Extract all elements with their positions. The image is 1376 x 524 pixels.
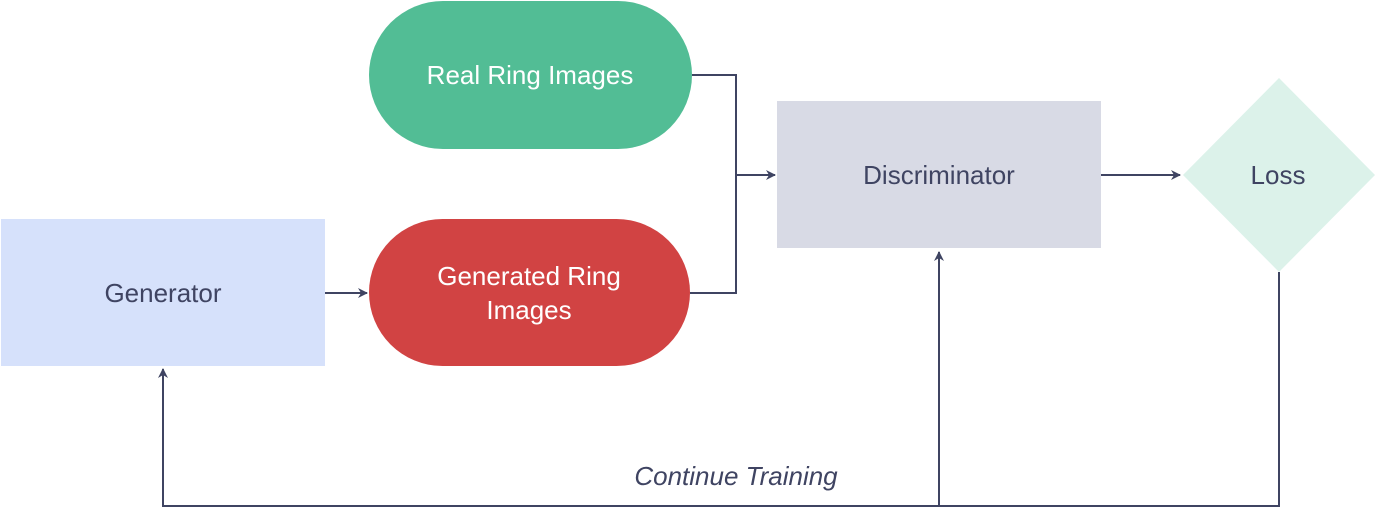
- generator-label: Generator: [104, 278, 221, 308]
- discriminator-box: [777, 101, 1101, 248]
- loss-diamond: [1183, 78, 1375, 272]
- node-generator: Generator: [1, 219, 325, 366]
- continue-training-label: Continue Training: [634, 461, 838, 491]
- generator-box: [1, 219, 325, 366]
- node-discriminator: Discriminator: [777, 101, 1101, 248]
- node-generated-ring-images: Generated Ring Images: [369, 219, 690, 366]
- discriminator-label: Discriminator: [863, 160, 1015, 190]
- loss-label: Loss: [1251, 160, 1306, 190]
- generated-ring-images-label-line1: Generated Ring: [437, 261, 621, 291]
- real-ring-images-label: Real Ring Images: [427, 60, 634, 90]
- generated-ring-images-shape: [369, 219, 690, 366]
- real-ring-images-shape: [369, 1, 692, 149]
- node-real-ring-images: Real Ring Images: [369, 1, 692, 149]
- edge-loss-to-generator: [158, 272, 1280, 507]
- edge-generated-images-to-discriminator: [690, 175, 737, 294]
- node-loss: Loss: [1183, 78, 1375, 272]
- generated-ring-images-label-line2: Images: [486, 295, 571, 325]
- edge-real-images-to-discriminator: [692, 74, 776, 180]
